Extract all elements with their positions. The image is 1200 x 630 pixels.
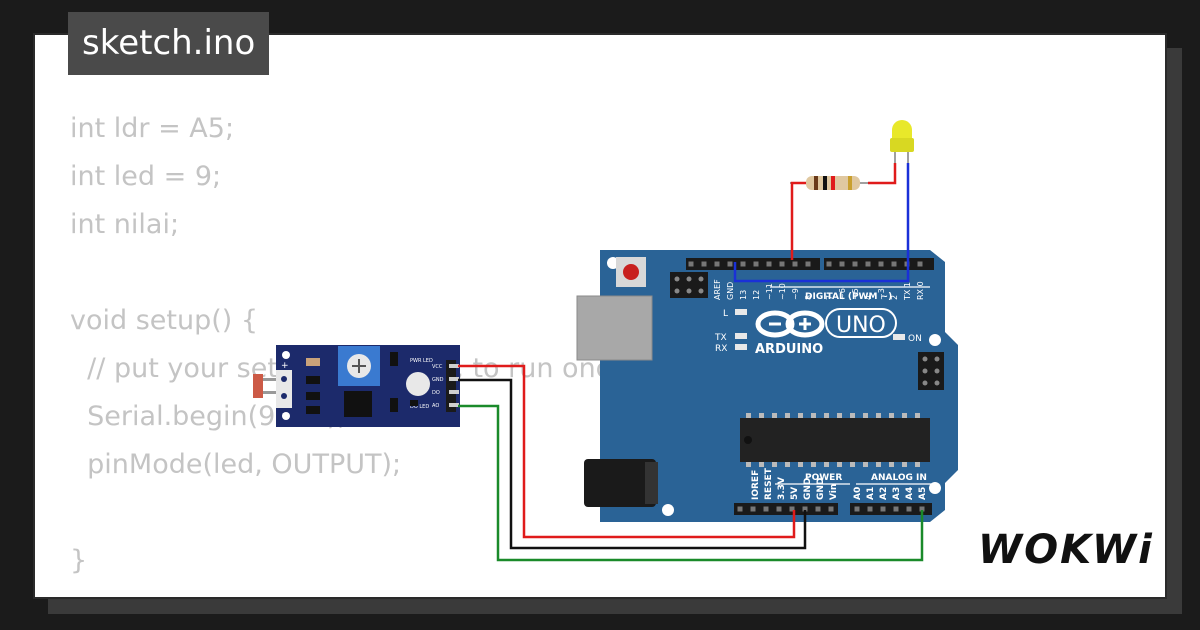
code-line-8: pinMode(led, OUTPUT);	[70, 449, 402, 480]
power-header	[734, 503, 838, 515]
wires	[458, 163, 924, 562]
code-line-10: }	[70, 545, 88, 576]
digital-label: DIGITAL (PWM ~)	[805, 292, 892, 302]
pin-label: ~9	[791, 288, 800, 300]
comparator-chip	[344, 391, 372, 417]
wire-black-gnd	[458, 378, 807, 550]
sketch-file-tab[interactable]: sketch.ino	[68, 12, 270, 75]
digital-header-left	[686, 258, 820, 270]
wokwi-logo[interactable]: WOKWi	[978, 527, 1154, 573]
do-led-label: DO LED	[410, 404, 429, 410]
pin-label: 13	[739, 290, 748, 300]
power-pin-label: GND	[816, 478, 826, 500]
arduino-logo-icon	[755, 310, 825, 338]
power-pin-label: GND	[803, 478, 813, 500]
power-jack	[584, 459, 656, 507]
pin-label: 2	[890, 295, 899, 300]
svg-text:–: –	[282, 409, 287, 419]
on-led-label: ON	[908, 334, 922, 344]
icsp-header	[670, 272, 708, 298]
wire-red-vcc	[458, 364, 796, 539]
analog-label: ANALOG IN	[871, 473, 927, 483]
pin-label: 4	[864, 295, 873, 300]
analog-pin-label: A5	[918, 487, 928, 500]
ldr-sensor-module[interactable]: PWR LED DO LED + – VCC GND DO AO	[253, 345, 460, 427]
usb-connector	[576, 295, 653, 361]
pin-label: 12	[752, 290, 761, 300]
pwr-led-label: PWR LED	[410, 358, 433, 364]
icsp-header-2	[918, 352, 944, 390]
atmega-chip	[740, 418, 930, 462]
photoresistor-icon	[253, 374, 263, 398]
sensor-pin-label: AO	[432, 403, 439, 409]
tx-led	[735, 333, 747, 339]
power-label: POWER	[805, 473, 842, 483]
arduino-uno-board[interactable]: AREF GND 13 12 ~11 ~10 ~9 8 7 ~6 ~5 4 ~3 2 TX 1 RX 0 DI…	[576, 250, 958, 522]
analog-header	[850, 503, 932, 515]
wire-green-ao	[458, 404, 924, 562]
mount-hole	[929, 334, 941, 346]
analog-pin-label: A1	[866, 487, 876, 500]
code-line-2: int led = 9;	[70, 161, 222, 192]
pin-label: TX 1	[903, 282, 912, 301]
code-line-3: int nilai;	[70, 209, 180, 240]
rx-led	[735, 344, 747, 350]
pin-label: ~11	[765, 283, 774, 300]
mount-hole	[662, 504, 674, 516]
power-pin-label: 5V	[790, 487, 800, 500]
sensor-pin-label: DO	[432, 390, 440, 396]
pin-label: ~10	[778, 283, 787, 300]
indicator-led	[406, 372, 430, 396]
rx-led-label: RX	[715, 344, 727, 354]
pin-label: 8	[804, 295, 813, 300]
analog-pin-label: A4	[905, 487, 915, 500]
wire-red-led	[868, 163, 897, 185]
pin-label: ~5	[851, 288, 860, 300]
pin-label: ~3	[877, 288, 886, 300]
code-line-5: void setup() {	[70, 305, 259, 336]
wire-red-pin9	[790, 181, 806, 260]
mount-hole	[929, 482, 941, 494]
tx-led-label: TX	[714, 333, 727, 343]
code-line-1: int ldr = A5;	[70, 113, 235, 144]
pin-label: AREF	[713, 279, 722, 300]
on-led	[893, 334, 905, 340]
power-pin-label: RESET	[764, 467, 774, 500]
pin-label: RX 0	[916, 281, 925, 300]
sensor-pin-label: VCC	[432, 364, 443, 370]
analog-pin-label: A0	[853, 487, 863, 500]
l-led	[735, 309, 747, 315]
svg-text:+: +	[281, 361, 289, 371]
power-pin-label: Vin	[829, 484, 839, 500]
analog-pin-label: A2	[879, 487, 889, 500]
power-pin-label: 3.3V	[777, 477, 787, 500]
l-led-label: L	[723, 309, 728, 319]
sensor-pin-label: GND	[432, 377, 444, 383]
yellow-led[interactable]	[890, 120, 914, 163]
analog-pin-label: A3	[892, 487, 902, 500]
power-pin-label: IOREF	[751, 470, 761, 500]
pin-label: 7	[825, 295, 834, 300]
wire-blue-gnd	[733, 163, 910, 283]
uno-model-label: UNO	[836, 313, 886, 338]
pin-label: GND	[726, 282, 735, 300]
pin-label: ~6	[838, 288, 847, 300]
arduino-logo-text: ARDUINO	[755, 342, 823, 357]
